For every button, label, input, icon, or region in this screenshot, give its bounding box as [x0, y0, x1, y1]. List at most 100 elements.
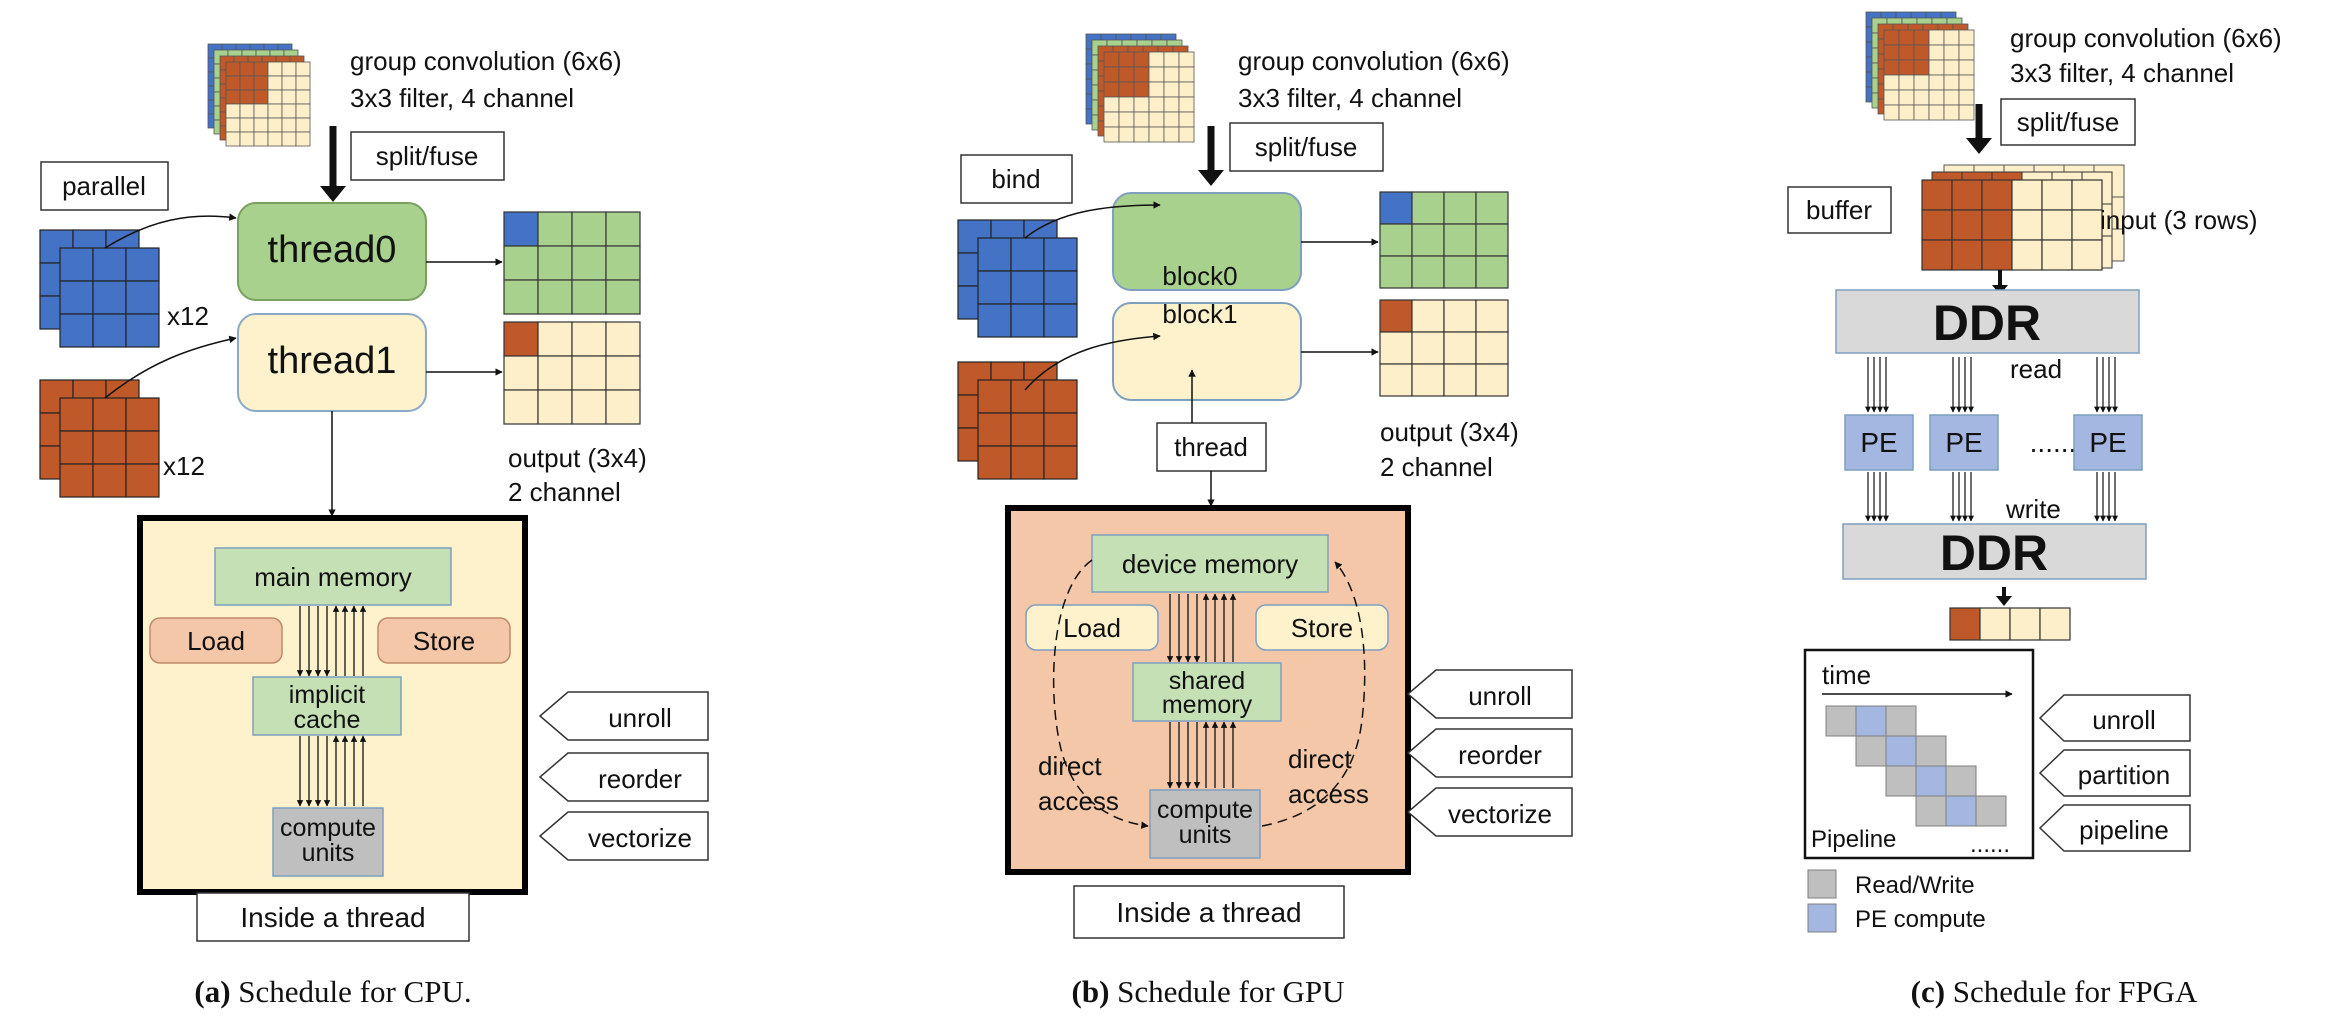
gpu-input-subtitle: 3x3 filter, 4 channel [1238, 83, 1462, 113]
fpga-read-label: read [2010, 354, 2062, 384]
fpga-pe-1 [1844, 414, 1914, 471]
cpu-thread0-label: thread0 [268, 229, 397, 271]
fpga-pipeline-label: Pipeline [1811, 826, 1896, 853]
gpu-split-fuse-box [1229, 122, 1384, 172]
gpu-direct-access-left-path [1052, 559, 1149, 829]
gpu-caption: (b) Schedule for GPU [1072, 974, 1345, 1009]
svg-text:unroll: unroll [2092, 705, 2156, 735]
fpga-pipeline-cells [1825, 705, 2007, 827]
fpga-time-label: time [1822, 660, 1871, 690]
cpu-output-subtitle: 2 channel [508, 477, 621, 507]
gpu-filter-stack-orange [957, 361, 1078, 480]
cpu-parallel-label: parallel [62, 171, 146, 201]
gpu-device-memory [1091, 534, 1329, 593]
panel-fpga: group convolution (6x6) 3x3 filter, 4 ch… [1787, 23, 2282, 1009]
fpga-split-arrowhead [1966, 138, 1992, 154]
gpu-direct-right-1: direct [1288, 744, 1352, 774]
gpu-output-title: output (3x4) [1380, 417, 1519, 447]
cpu-filter-stack-blue [39, 229, 160, 348]
cpu-implicit-cache [252, 676, 402, 736]
gpu-direct-access-right-path [1261, 561, 1366, 827]
cpu-option-unroll: unroll [538, 691, 709, 741]
fpga-buffer-label: buffer [1806, 195, 1872, 225]
fpga-input-buffer [1921, 164, 2125, 271]
cpu-arrow-to-thread1 [104, 335, 237, 399]
svg-text:reorder: reorder [598, 764, 682, 794]
cpu-parallel-box [40, 161, 169, 211]
svg-text:unroll: unroll [608, 703, 672, 733]
cpu-memory-cache-bus [296, 605, 367, 677]
gpu-input-title: group convolution (6x6) [1238, 46, 1510, 76]
gpu-shared-line1: shared [1169, 667, 1245, 695]
svg-text:pipeline: pipeline [2079, 815, 2169, 845]
gpu-load-label: Load [1063, 613, 1121, 643]
cpu-split-fuse-label: split/fuse [376, 141, 479, 171]
gpu-filter-stack-blue [957, 219, 1078, 338]
gpu-compute-line2: units [1179, 821, 1232, 849]
gpu-output-1 [1379, 299, 1509, 397]
gpu-block1-label: block1 [1162, 299, 1237, 329]
fpga-pe-2 [1929, 414, 1999, 471]
svg-text:vectorize: vectorize [588, 823, 692, 853]
gpu-arrow-to-block0 [1024, 201, 1161, 239]
fpga-legend-rw-swatch [1807, 869, 1837, 899]
cpu-store-label: Store [413, 626, 475, 656]
cpu-load-label: Load [187, 626, 245, 656]
cpu-output-0 [503, 211, 641, 315]
gpu-compute-units [1149, 789, 1261, 859]
fpga-pe-buses [1865, 357, 2118, 522]
fpga-input-rows-label: input (3 rows) [2100, 205, 2258, 235]
cpu-cache-compute-bus [296, 735, 367, 807]
gpu-shared-line2: memory [1162, 691, 1253, 719]
fpga-ddr-top-label: DDR [1933, 295, 2041, 351]
cpu-input-stack [207, 43, 311, 147]
cpu-x12-b: x12 [163, 451, 205, 481]
gpu-bind-box [960, 154, 1073, 204]
fpga-caption: (c) Schedule for FPGA [1911, 974, 2198, 1009]
gpu-output-subtitle: 2 channel [1380, 452, 1493, 482]
gpu-direct-left-1: direct [1038, 751, 1102, 781]
cpu-load [149, 617, 283, 664]
gpu-option-vectorize: vectorize [1406, 787, 1573, 837]
cpu-compute-line1: compute [280, 814, 376, 842]
fpga-legend-rw: Read/Write [1855, 872, 1975, 899]
fpga-ddr-bottom [1842, 523, 2147, 580]
gpu-thread-label: thread [1174, 432, 1248, 462]
svg-text:reorder: reorder [1458, 740, 1542, 770]
fpga-legend-pe: PE compute [1855, 906, 1986, 933]
gpu-inside-caption: Inside a thread [1116, 897, 1301, 928]
gpu-shared-compute-bus [1166, 721, 1237, 789]
gpu-device-shared-bus [1166, 593, 1237, 663]
cpu-filter-stack-orange [39, 379, 160, 498]
cpu-output-title: output (3x4) [508, 443, 647, 473]
gpu-split-arrowhead [1198, 170, 1224, 186]
cpu-thread0 [237, 202, 427, 301]
gpu-block0-label: block0 [1162, 261, 1237, 291]
gpu-option-reorder: reorder [1406, 728, 1573, 778]
cpu-cache-line1: implicit [289, 681, 365, 709]
cpu-input-title: group convolution (6x6) [350, 46, 622, 76]
cpu-split-arrowhead [320, 186, 346, 202]
gpu-input-stack [1085, 33, 1195, 143]
fpga-pipeline-dots: ...... [1970, 831, 2010, 858]
fpga-pe-dots: ...... [2030, 427, 2077, 458]
gpu-arrow-to-block1 [1024, 332, 1161, 391]
cpu-split-fuse-box [350, 131, 505, 181]
fpga-buffer-box [1787, 186, 1892, 234]
fpga-ddr-bottom-label: DDR [1940, 525, 2048, 581]
gpu-inside-caption-box [1073, 885, 1345, 939]
cpu-cache-line2: cache [294, 706, 361, 734]
fpga-output-strip [1949, 607, 2071, 641]
gpu-output-0 [1379, 191, 1509, 289]
cpu-thread1-label: thread1 [268, 340, 397, 382]
panel-cpu: group convolution (6x6) 3x3 filter, 4 ch… [40, 46, 709, 1009]
gpu-bind-label: bind [991, 164, 1040, 194]
panel-gpu: group convolution (6x6) 3x3 filter, 4 ch… [960, 46, 1573, 1009]
cpu-main-memory-label: main memory [254, 562, 411, 592]
gpu-shared-memory [1132, 662, 1282, 722]
fpga-pe-3 [2073, 414, 2143, 471]
gpu-direct-right-2: access [1288, 779, 1369, 809]
cpu-main-memory [214, 547, 452, 606]
fpga-write-label: write [2005, 494, 2061, 524]
svg-text:unroll: unroll [1468, 681, 1532, 711]
